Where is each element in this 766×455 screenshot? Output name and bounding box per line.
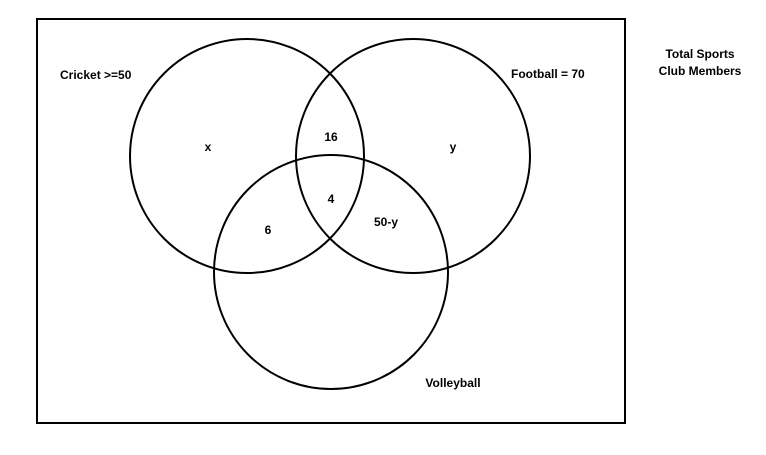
region-football-volleyball: 50-y bbox=[374, 215, 398, 229]
region-cricket-only: x bbox=[205, 140, 212, 154]
football-circle bbox=[295, 38, 531, 274]
football-label: Football = 70 bbox=[511, 67, 585, 81]
region-cricket-volleyball: 6 bbox=[265, 223, 272, 237]
region-cricket-football: 16 bbox=[324, 130, 338, 144]
universal-set-box bbox=[36, 18, 626, 424]
cricket-label: Cricket >=50 bbox=[60, 68, 132, 82]
cricket-circle bbox=[129, 38, 365, 274]
region-all-three: 4 bbox=[328, 192, 335, 206]
title-line-1: Total Sports bbox=[665, 47, 734, 61]
region-football-only: y bbox=[450, 140, 457, 154]
volleyball-label: Volleyball bbox=[425, 376, 480, 390]
title-line-2: Club Members bbox=[659, 64, 742, 78]
volleyball-circle bbox=[213, 154, 449, 390]
